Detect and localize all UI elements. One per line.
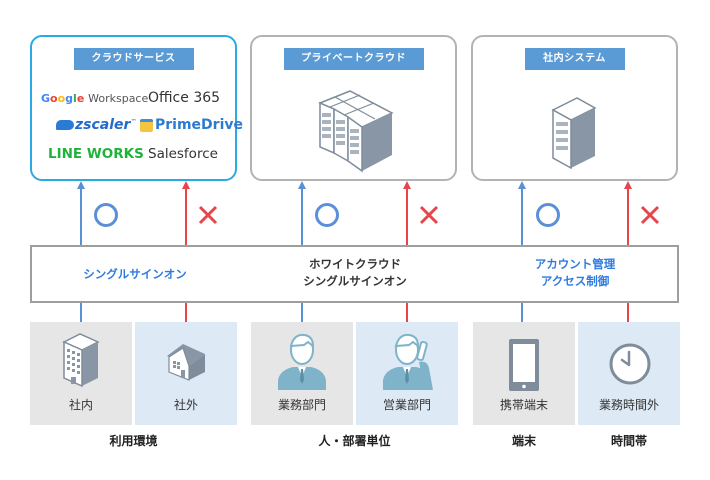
deny-cross-icon [640,205,660,225]
tile-outside-office: 社外 [135,322,237,425]
allow-circle-icon [536,203,560,227]
allow-line-lower [301,303,303,322]
office-building-icon [62,333,100,387]
sso-band [30,245,679,303]
server-rack-cluster-icon [318,90,394,173]
cloud-services-title: クラウドサービス [73,48,194,70]
tile-label: 業務時間外 [598,398,659,412]
workspace-word: Workspace [88,92,149,105]
smartphone-icon [509,339,539,391]
deny-cross-icon [419,205,439,225]
google-workspace-logo: Google Workspace [41,92,148,105]
account-access-control-label: アカウント管理 アクセス制御 [534,257,616,288]
tile-label: 営業部門 [382,398,431,412]
google-wordmark: Google [41,92,85,105]
allow-line-lower [521,303,523,322]
sso-label: シングルサインオン [83,267,187,281]
deny-cross-icon [198,205,218,225]
primedrive-logo: PrimeDrive [140,117,243,133]
deny-line-lower [185,303,187,322]
tile-label: 社内 [68,398,93,412]
tile-label: 携帯端末 [499,398,548,412]
zscaler-logo: zscaler™ [56,117,136,133]
salesforce-logo: Salesforce [148,146,218,162]
deny-line-lower [627,303,629,322]
office365-logo: Office 365 [148,90,221,106]
server-tower-icon [551,97,597,170]
internal-system-title: 社内システム [524,48,625,70]
deny-line-lower [406,303,408,322]
tile-mobile-device: 携帯端末 [473,322,575,425]
tile-business-dept: 業務部門 [251,322,353,425]
primedrive-folder-icon [140,118,153,132]
allow-circle-icon [315,203,339,227]
tile-label: 社外 [173,398,198,412]
zscaler-cloud-icon [56,120,74,130]
tile-label: 業務部門 [277,398,326,412]
whitecloud-sso-label: ホワイトクラウド シングルサインオン [303,257,407,288]
group-label-time: 時間帯 [610,434,647,448]
tile-after-hours: 業務時間外 [578,322,680,425]
allow-line-lower [80,303,82,322]
tile-sales-dept: 営業部門 [356,322,458,425]
private-cloud-box: プライベートクラウド [250,35,457,181]
clock-icon [609,343,651,385]
private-cloud-title: プライベートクラウド [283,48,424,70]
businessman-icon [278,333,326,390]
internal-system-box: 社内システム [471,35,678,181]
tile-inside-office: 社内 [30,322,132,425]
businessman-phone-icon [383,333,433,390]
group-label-device: 端末 [511,434,536,448]
allow-circle-icon [94,203,118,227]
line-works-logo: LINE WORKS [48,146,144,162]
group-label-person-dept: 人・部署単位 [318,434,391,448]
group-label-environment: 利用環境 [109,434,158,448]
house-icon [167,344,205,381]
cloud-services-box: クラウドサービス Google Workspace Office 365 zsc… [30,35,243,181]
